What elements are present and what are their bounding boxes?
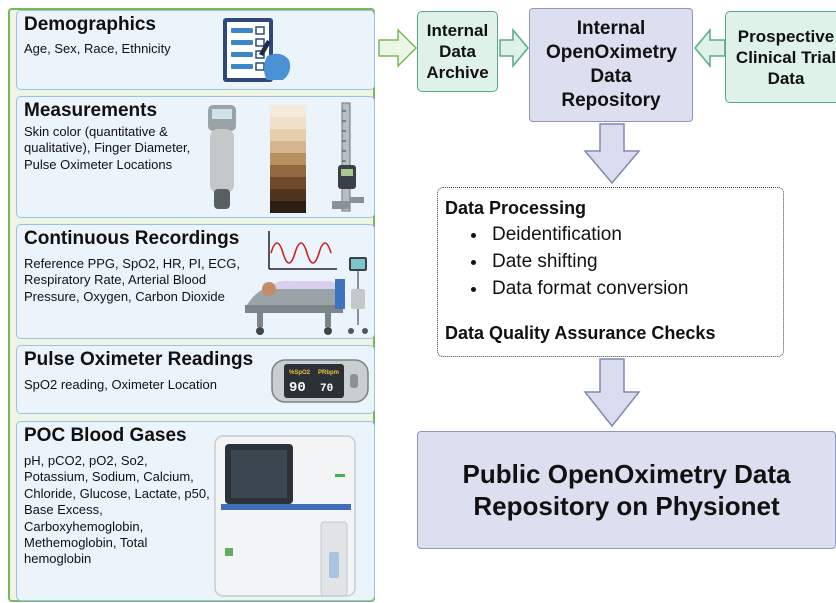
skin-color-swatch-icon (270, 105, 306, 213)
continuous-recordings-body: Reference PPG, SpO2, HR, PI, ECG, Respir… (24, 256, 241, 304)
prospective-trial-data-box: Prospective Clinical Trial Data (725, 11, 836, 103)
arrow-archive-to-repository (499, 28, 529, 68)
poc-blood-gases-body: pH, pCO2, pO2, So2, Potassium, Sodium, C… (24, 453, 210, 567)
spo2-value: 90 (289, 380, 306, 396)
poc-blood-gases-card: POC Blood Gases pH, pCO2, pO2, So2, Pota… (16, 421, 375, 601)
arrow-processing-to-public (583, 358, 641, 428)
poc-blood-gases-title: POC Blood Gases (24, 425, 187, 446)
pulse-oximeter-body: SpO2 reading, Oximeter Location (24, 377, 217, 392)
spo2-label: %SpO2 (289, 370, 311, 376)
processing-steps-list: Deidentification Date shifting Data form… (468, 221, 688, 302)
internal-repository-box: Internal OpenOximetry Data Repository (529, 8, 693, 122)
processing-step: Date shifting (488, 248, 688, 275)
blood-gas-analyzer-icon (214, 435, 356, 597)
demographics-card: Demographics Age, Sex, Race, Ethnicity (16, 10, 375, 90)
caliper-icon (332, 102, 364, 212)
pulse-oximeter-card: Pulse Oximeter Readings SpO2 reading, Ox… (16, 345, 375, 414)
processing-step: Deidentification (488, 221, 688, 248)
public-repository-box: Public OpenOximetry Data Repository on P… (417, 431, 836, 549)
pr-label: PRbpm (318, 370, 339, 376)
demographics-title: Demographics (24, 14, 156, 35)
demographics-body: Age, Sex, Race, Ethnicity (24, 41, 171, 56)
data-processing-box: Data Processing Deidentification Date sh… (437, 187, 784, 357)
measurements-title: Measurements (24, 100, 158, 121)
public-repository-label: Public OpenOximetry Data Repository on P… (462, 459, 791, 521)
arrow-sources-to-archive (378, 28, 418, 68)
internal-data-archive-box: Internal Data Archive (417, 11, 498, 92)
pr-value: 70 (320, 383, 333, 395)
waveform-icon (268, 231, 337, 270)
arrow-trial-to-repository (694, 28, 726, 68)
continuous-recordings-card: Continuous Recordings Reference PPG, SpO… (16, 224, 375, 339)
measurements-body: Skin color (quantitative & qualitative),… (24, 124, 191, 172)
pulse-oximeter-icon: %SpO2 PRbpm 90 70 (271, 359, 369, 403)
internal-repository-label: Internal OpenOximetry Data Repository (546, 18, 677, 111)
checklist-icon (223, 18, 291, 82)
measurements-card: Measurements Skin color (quantitative & … (16, 96, 375, 218)
pulse-oximeter-title: Pulse Oximeter Readings (24, 349, 254, 370)
continuous-recordings-title: Continuous Recordings (24, 228, 240, 249)
data-processing-title: Data Processing (445, 198, 587, 218)
processing-step: Data format conversion (488, 275, 688, 302)
internal-data-archive-label: Internal Data Archive (426, 21, 489, 82)
arrow-repository-to-processing (583, 123, 641, 185)
hospital-bed-icon (245, 257, 368, 335)
colorimeter-icon (208, 105, 236, 209)
prospective-trial-data-label: Prospective Clinical Trial Data (735, 26, 836, 88)
quality-assurance-title: Data Quality Assurance Checks (445, 323, 716, 343)
